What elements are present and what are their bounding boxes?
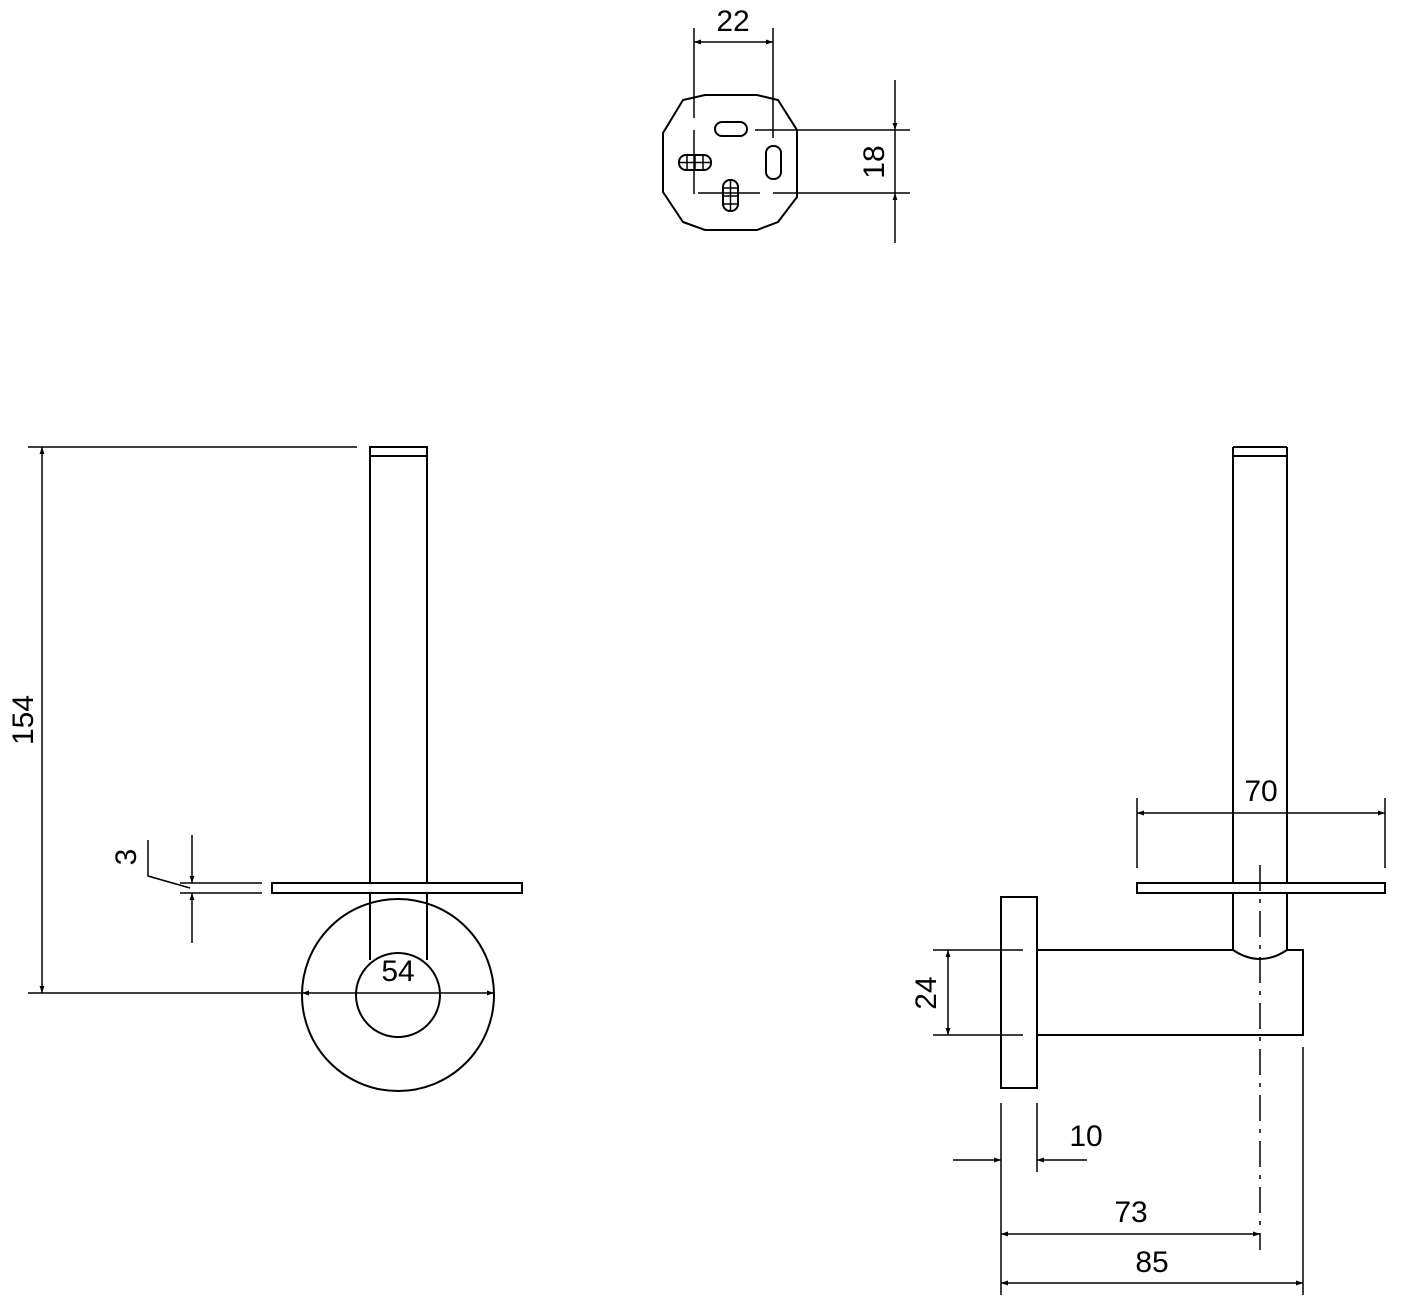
dimension-label: 73 [1114,1196,1147,1229]
hatched-slot-bottom [722,179,739,212]
dimension-3: 3 [110,835,262,943]
wall-rosette [1000,896,1038,1089]
dimension-85: 85 [1001,1246,1303,1286]
dimension-154: 154 [7,446,357,994]
dimension-label: 154 [7,695,40,745]
holder-side-view [1000,446,1386,1295]
dimension-10: 10 [953,1103,1103,1295]
dimension-70: 70 [1136,775,1386,868]
hatched-slot-left [678,154,712,171]
slot-horizontal [714,121,748,137]
dimension-22: 22 [693,5,774,194]
dimension-label: 18 [858,145,891,178]
dimension-label: 22 [716,5,749,38]
dimension-73: 73 [1001,1196,1260,1237]
dimension-label: 3 [110,849,143,866]
post [369,446,428,884]
plate-outline [662,94,798,231]
dimension-label: 70 [1244,775,1277,808]
dimension-18: 18 [698,80,910,243]
dimension-label: 24 [910,976,943,1009]
plate [1136,882,1386,894]
mounting-plate-top-view [662,94,798,231]
rosette-outer [301,898,495,1092]
slot-vertical [765,145,782,180]
dimension-label: 10 [1069,1120,1102,1153]
dimension-54: 54 [302,955,494,996]
dimension-label: 85 [1135,1246,1168,1279]
dimension-24: 24 [910,949,1023,1036]
plate [271,882,523,894]
dimension-label: 54 [381,955,414,988]
holder-front-view [271,446,523,1092]
